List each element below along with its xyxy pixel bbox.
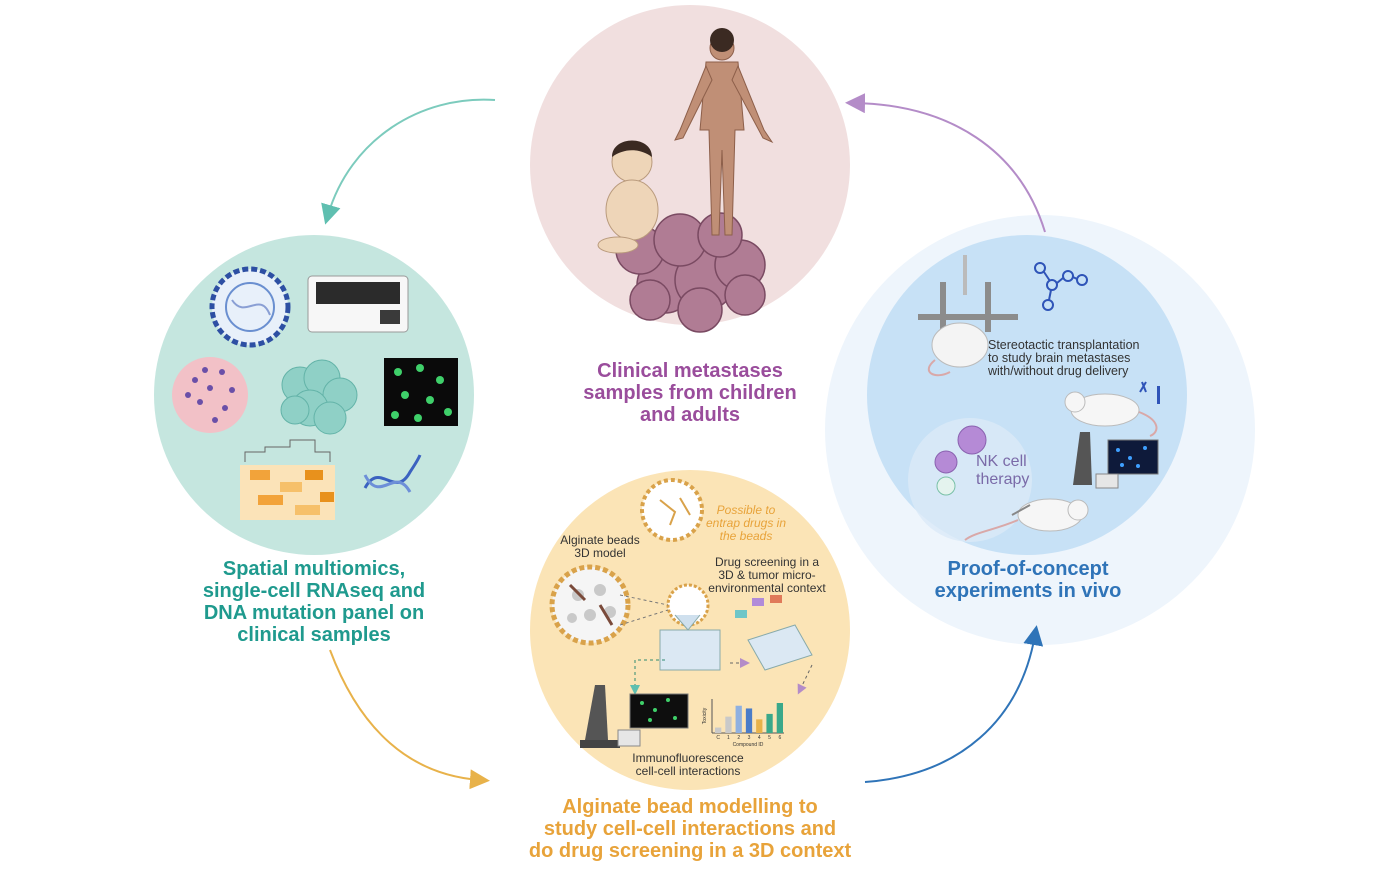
y-axis-label: Toxicity: [702, 707, 708, 724]
chart-bar: [725, 716, 732, 733]
top-title-line: and adults: [639, 404, 740, 426]
chart-bar: [715, 727, 722, 733]
right-panel: [867, 235, 1187, 555]
tick-label: 6: [778, 735, 781, 741]
top-title-line: Clinical metastases: [597, 360, 783, 382]
left-panel: [154, 235, 474, 555]
note-stereotactic: Stereotactic transplantation to study br…: [988, 339, 1164, 378]
note-line: the beads: [719, 529, 773, 543]
tick-label: C: [716, 735, 720, 741]
note-line: environmental context: [708, 581, 826, 595]
note-line: entrap drugs in: [705, 516, 787, 530]
note-line: 3D & tumor micro-: [718, 568, 816, 582]
arrow-left-to-bottom: [329, 649, 490, 790]
tick-label: 1: [727, 735, 730, 741]
note-entrap-drugs: Possible to entrap drugs in the beads: [700, 504, 792, 543]
right-title-line: experiments in vivo: [934, 580, 1122, 602]
note-line: cell-cell interactions: [635, 764, 741, 778]
top-title-line: samples from children: [583, 382, 797, 404]
note-immunofluorescence: Immunofluorescence cell-cell interaction…: [626, 752, 750, 778]
top-title: Clinical metastases samples from childre…: [540, 360, 840, 426]
x-axis-label: Compound ID: [733, 742, 764, 748]
arrow-bottom-to-right: [864, 625, 1044, 783]
note-line: with/without drug delivery: [988, 364, 1129, 378]
left-title-line: DNA mutation panel on: [203, 602, 425, 624]
note-line: Stereotactic transplantation: [988, 338, 1140, 352]
tick-label: 4: [758, 735, 761, 741]
note-line: 3D model: [574, 546, 626, 560]
note-line: therapy: [976, 471, 1030, 488]
tick-label: 2: [737, 735, 740, 741]
arrow-right-to-top: [845, 93, 1046, 233]
note-line: Drug screening in a: [714, 555, 820, 569]
chart-bar: [756, 719, 763, 733]
bottom-title-line: Alginate bead modelling to: [562, 796, 818, 818]
bottom-title: Alginate bead modelling to study cell-ce…: [490, 796, 890, 862]
right-title: Proof-of-concept experiments in vivo: [900, 558, 1156, 602]
bottom-title-line: study cell-cell interactions and: [543, 818, 837, 840]
left-title-line: single-cell RNAseq and: [202, 580, 426, 602]
top-panel: [530, 5, 850, 333]
note-line: Possible to: [716, 503, 776, 517]
note-alginate-beads: Alginate beads 3D model: [555, 534, 645, 560]
right-title-line: Proof-of-concept: [947, 558, 1109, 580]
chart-bar: [766, 713, 773, 733]
note-line: Immunofluorescence: [632, 751, 744, 765]
note-line: to study brain metastases: [988, 351, 1131, 365]
left-title-line: Spatial multiomics,: [222, 558, 406, 580]
chart-bar: [776, 703, 783, 733]
tick-label: 5: [768, 735, 771, 741]
chart-bar: [735, 705, 742, 733]
left-title: Spatial multiomics, single-cell RNAseq a…: [164, 558, 464, 646]
arrow-top-to-left: [321, 98, 496, 225]
note-line: NK cell: [976, 453, 1027, 470]
note-nk-cell-therapy: NK cell therapy: [976, 453, 1046, 489]
tick-label: 3: [748, 735, 751, 741]
bottom-title-line: do drug screening in a 3D context: [528, 840, 852, 862]
note-line: Alginate beads: [560, 533, 640, 547]
left-title-line: clinical samples: [237, 624, 391, 646]
note-drug-screening: Drug screening in a 3D & tumor micro- en…: [704, 556, 830, 595]
chart-bar: [745, 708, 753, 733]
